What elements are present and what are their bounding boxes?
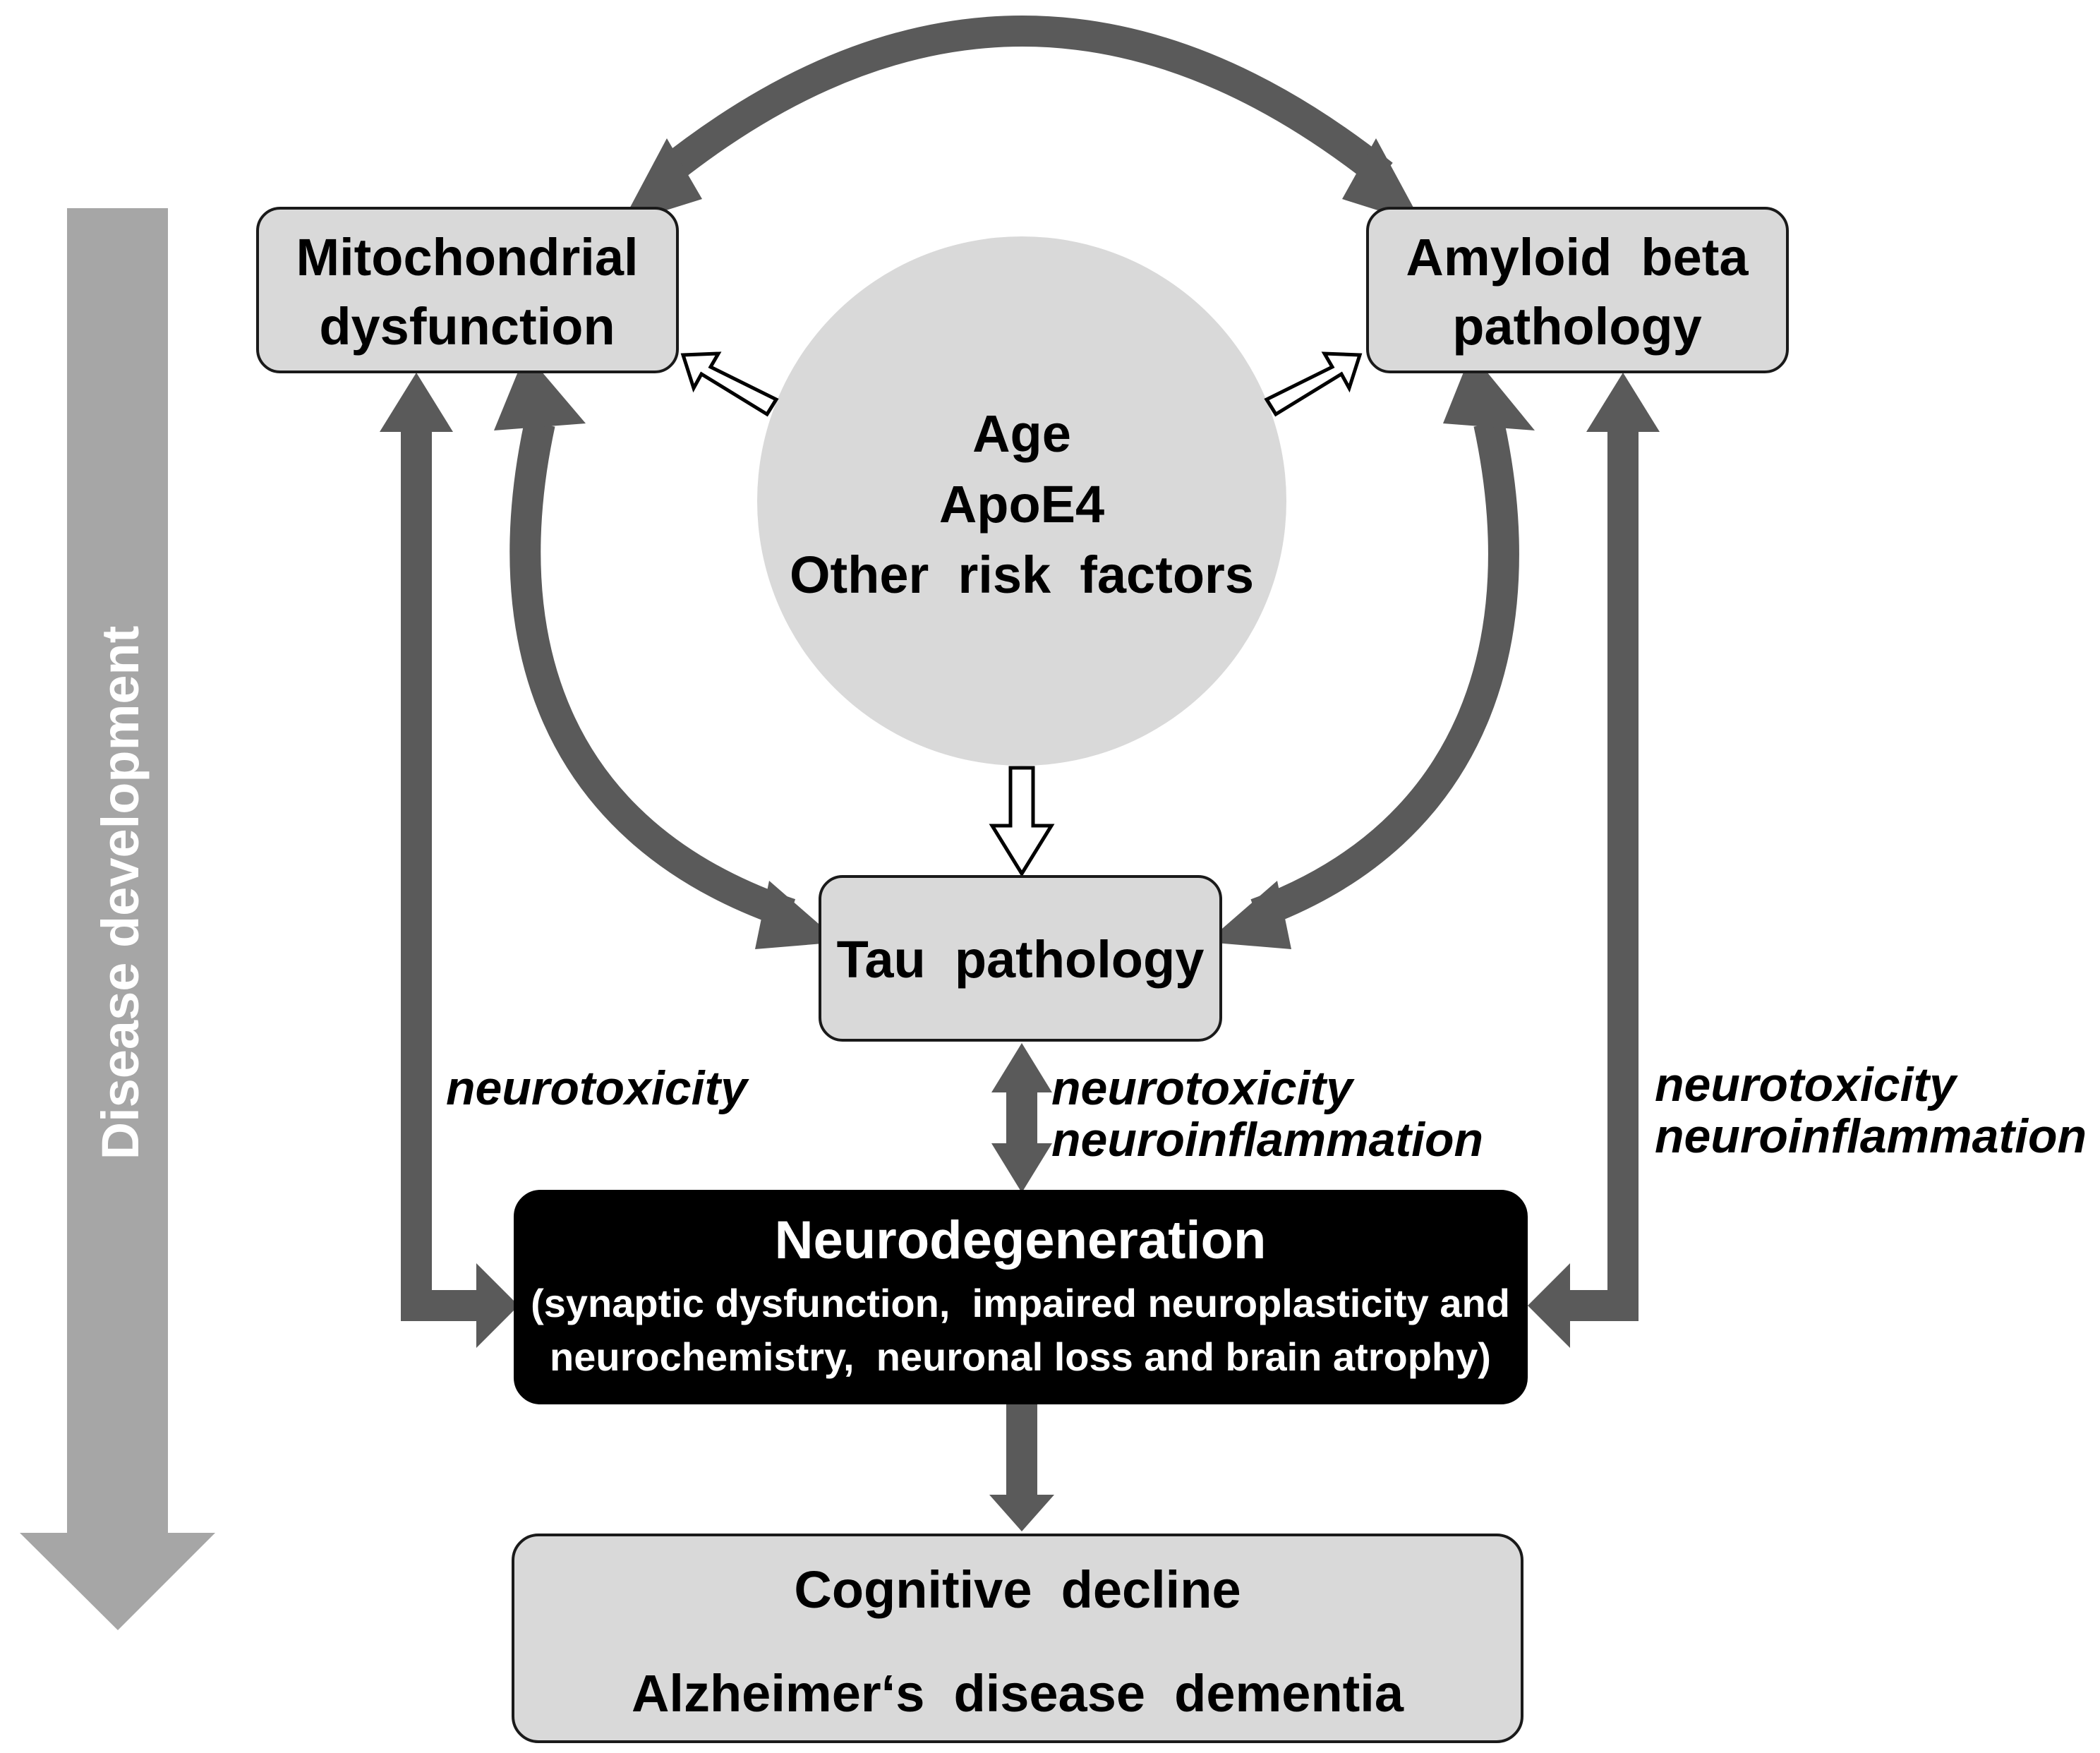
- top-arc-head-right: [1342, 138, 1423, 224]
- cognitive-line2: Alzheimer‘s disease dementia: [632, 1664, 1404, 1723]
- neuro-cognitive-head: [989, 1495, 1054, 1531]
- disease-development-label: Disease development: [91, 626, 150, 1160]
- tau-neuro-head-bottom: [991, 1143, 1052, 1193]
- risk-line-age: Age: [972, 404, 1071, 463]
- tau-neuro-arrow: [991, 1043, 1052, 1193]
- neuro-line1: (synaptic dysfunction, impaired neuropla…: [531, 1281, 1510, 1325]
- right-side-head-left: [1528, 1263, 1570, 1348]
- left-arc-head-top: [494, 353, 586, 430]
- tau-neuro-head-top: [991, 1043, 1052, 1092]
- neuro-line2: neurochemistry, neuronal loss and brain …: [550, 1335, 1491, 1379]
- neuro-cognitive-arrow: [989, 1404, 1054, 1531]
- hollow-arrow-to-tau: [989, 766, 1055, 877]
- right-arc-head-bottom: [1207, 881, 1291, 949]
- edge-label-center-1: neurotoxicity: [1051, 1061, 1355, 1115]
- right-side-head-top: [1586, 373, 1660, 432]
- left-side-head-top: [380, 373, 453, 432]
- top-arc-arrow: [621, 16, 1423, 224]
- edge-label-center-2: neuroinflammation: [1051, 1113, 1483, 1167]
- disease-development-arrow: Disease development: [20, 208, 215, 1630]
- amyloid-node: Amyloid beta pathology: [1366, 207, 1789, 373]
- edge-label-right-2: neuroinflammation: [1655, 1109, 2087, 1163]
- edge-label-right-1: neurotoxicity: [1655, 1058, 1958, 1112]
- mito-label-line2: dysfunction: [319, 297, 615, 356]
- amyloid-label-line1: Amyloid beta: [1406, 228, 1749, 287]
- hollow-arrow-to-amyloid: [1264, 351, 1363, 417]
- left-side-head-right: [476, 1263, 519, 1348]
- mito-label-line1: Mitochondrial: [296, 228, 638, 287]
- tau-node: Tau pathology: [819, 875, 1222, 1042]
- right-arc-arrow: [1207, 353, 1535, 949]
- risk-line-apoe4: ApoE4: [939, 475, 1104, 534]
- tau-label: Tau pathology: [837, 930, 1205, 989]
- cognitive-line1: Cognitive decline: [794, 1560, 1241, 1619]
- hollow-arrow-to-mito: [680, 351, 779, 417]
- neuro-title: Neurodegeneration: [775, 1210, 1267, 1270]
- right-side-arrow: [1528, 373, 1660, 1348]
- amyloid-label-line2: pathology: [1452, 297, 1702, 356]
- risk-line-other: Other risk factors: [790, 546, 1254, 604]
- edge-label-left: neurotoxicity: [446, 1061, 749, 1115]
- top-arc-head-left: [621, 138, 702, 224]
- neurodegeneration-node: Neurodegeneration (synaptic dysfunction,…: [514, 1190, 1528, 1404]
- risk-factors-circle: [757, 236, 1286, 766]
- left-side-arrow: [380, 373, 519, 1348]
- risk-factors-text: Age ApoE4 Other risk factors: [790, 404, 1254, 604]
- cognitive-node: Cognitive decline Alzheimer‘s disease de…: [512, 1534, 1523, 1743]
- mito-node: Mitochondrial dysfunction: [256, 207, 679, 373]
